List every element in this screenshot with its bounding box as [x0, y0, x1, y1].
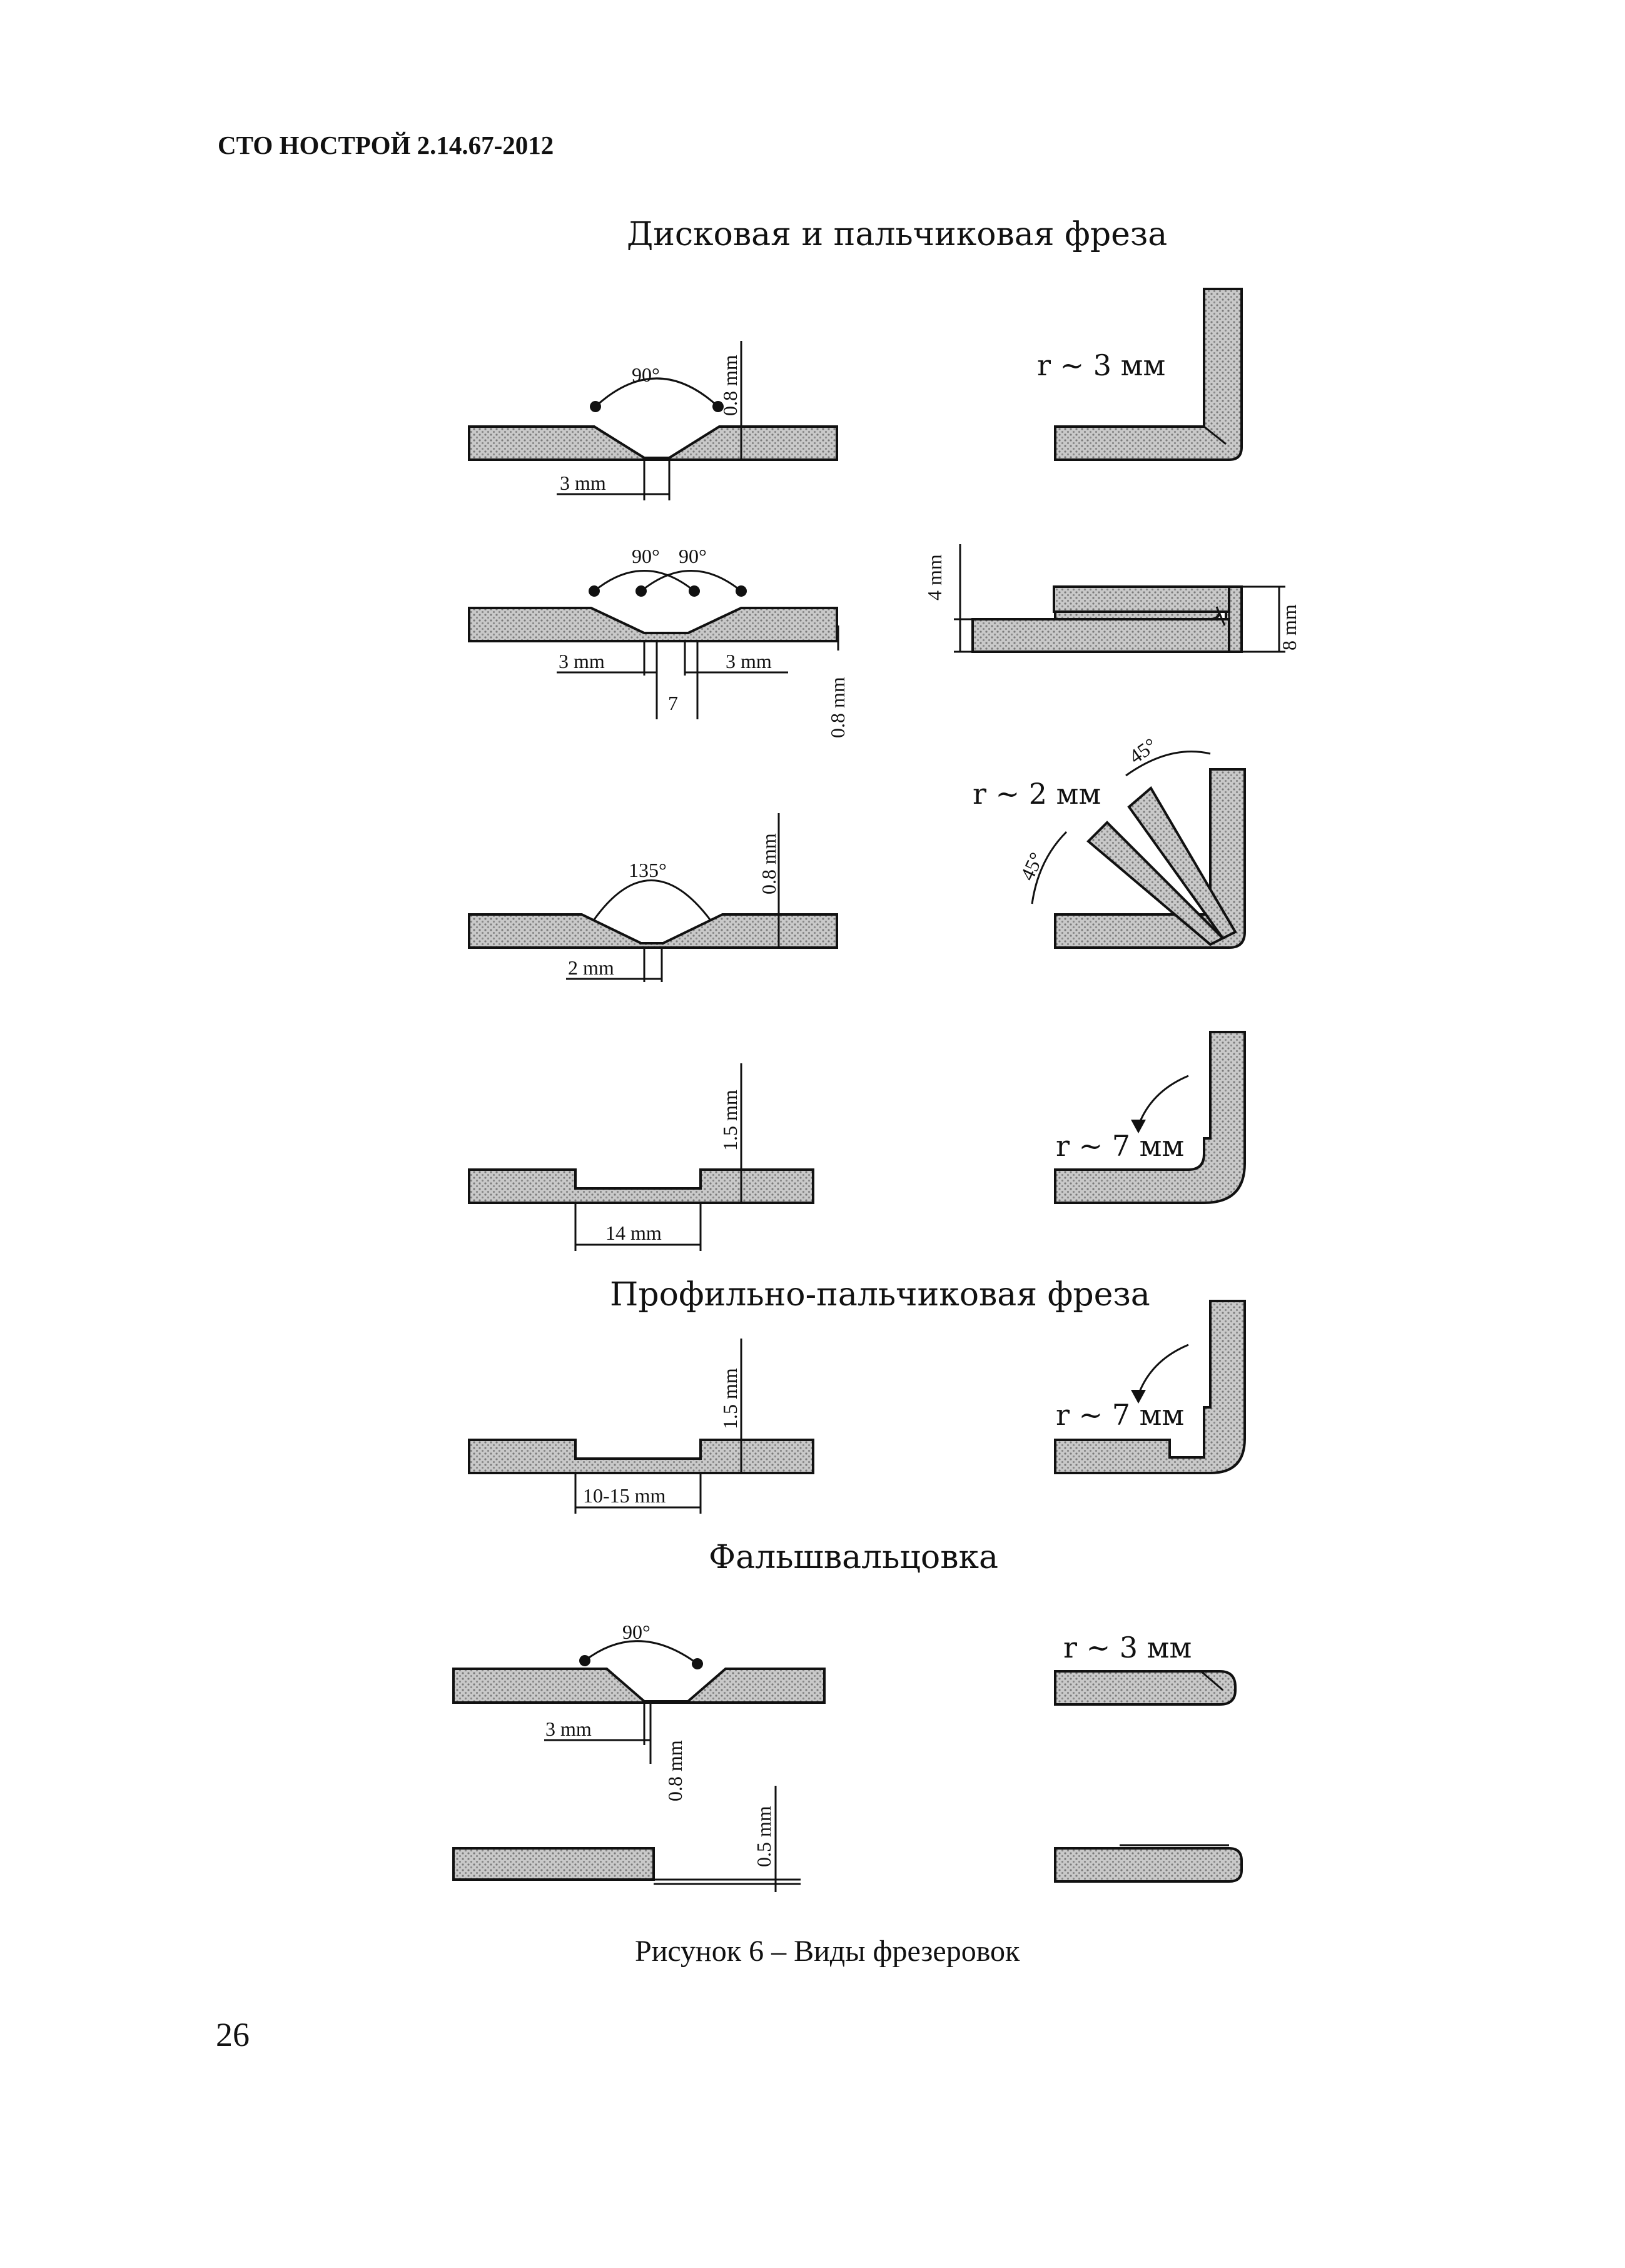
- row7-folded-hem: [1054, 1844, 1243, 1883]
- section-title-false-rolling: Фальшвальцовка: [709, 1539, 998, 1576]
- row4-rounded-fold: r ~ 7 мм: [1054, 1031, 1246, 1204]
- row3-depth-label: 0.8 mm: [757, 833, 780, 894]
- row5-depth-label: 1.5 mm: [719, 1368, 741, 1429]
- row1-width-label: 3 mm: [560, 472, 606, 494]
- row2-angle-left-label: 90°: [632, 545, 660, 567]
- row2-angle-right-label: 90°: [679, 545, 707, 567]
- row2-width-right-label: 3 mm: [726, 650, 772, 672]
- row7-trimmed-panel: 0.5 mm: [452, 1786, 801, 1892]
- row6-radius-label: r ~ 3 мм: [1063, 1631, 1192, 1664]
- row6-angle-label: 90°: [622, 1621, 651, 1643]
- row1-folded-corner: r ~ 3 мм: [1037, 288, 1243, 461]
- page-number: 26: [216, 2016, 250, 2053]
- row1-angle-label: 90°: [632, 363, 660, 386]
- row3-radius-label: r ~ 2 мм: [973, 777, 1101, 811]
- row3-angle-a-label: 45°: [1125, 734, 1160, 768]
- figure-caption: Рисунок 6 – Виды фрезеровок: [635, 1935, 1020, 1968]
- row2-depth-label: 0.8 mm: [826, 677, 849, 738]
- row2-width-left-label: 3 mm: [559, 650, 605, 672]
- row4-width-label: 14 mm: [605, 1222, 662, 1244]
- row6-depth-label: 0.8 mm: [664, 1740, 686, 1801]
- row5-rounded-fold: r ~ 7 мм: [1054, 1300, 1246, 1474]
- row6-v-groove-panel: 90° 3 mm 0.8 mm: [452, 1621, 826, 1801]
- row2-u-fold: 4 mm 8 mm: [923, 544, 1300, 653]
- row5-radius-label: r ~ 7 мм: [1056, 1398, 1184, 1432]
- row3-angle-b-label: 45°: [1016, 849, 1048, 884]
- row4-radius-label: r ~ 7 мм: [1056, 1129, 1184, 1163]
- row2-fold-height-label: 4 mm: [923, 554, 946, 600]
- row3-width-label: 2 mm: [568, 956, 614, 979]
- row1-radius-label: r ~ 3 мм: [1037, 348, 1165, 382]
- row2-center-label: 7: [668, 692, 678, 714]
- row3-folding-sequence: r ~ 2 мм 45° 45°: [973, 734, 1246, 949]
- row2-double-v-groove-panel: 90° 90° 3 mm 3 mm 7 0.8 mm: [468, 545, 849, 738]
- row1-v-groove-panel: 90° 3 mm 0.8 mm: [468, 341, 838, 500]
- row3-wide-v-groove-panel: 135° 2 mm 0.8 mm: [468, 813, 838, 982]
- row2-fold-total-label: 8 mm: [1278, 604, 1300, 651]
- row3-angle-label: 135°: [629, 859, 667, 881]
- row1-depth-label: 0.8 mm: [719, 355, 741, 416]
- document-header-code: СТО НОСТРОЙ 2.14.67-2012: [218, 131, 554, 159]
- row4-flat-groove-panel: 14 mm 1.5 mm: [468, 1063, 814, 1251]
- row6-edge-hem: r ~ 3 мм: [1054, 1631, 1237, 1706]
- row6-width-label: 3 mm: [545, 1718, 592, 1740]
- row5-flat-groove-panel: 10-15 mm 1.5 mm: [468, 1339, 814, 1514]
- row5-width-label: 10-15 mm: [583, 1484, 666, 1507]
- section-title-profile-finger-mill: Профильно-пальчиковая фреза: [610, 1276, 1150, 1314]
- row7-depth-label: 0.5 mm: [752, 1806, 775, 1867]
- row4-depth-label: 1.5 mm: [719, 1090, 741, 1151]
- section-title-disc-finger-mill: Дисковая и пальчиковая фреза: [627, 216, 1168, 253]
